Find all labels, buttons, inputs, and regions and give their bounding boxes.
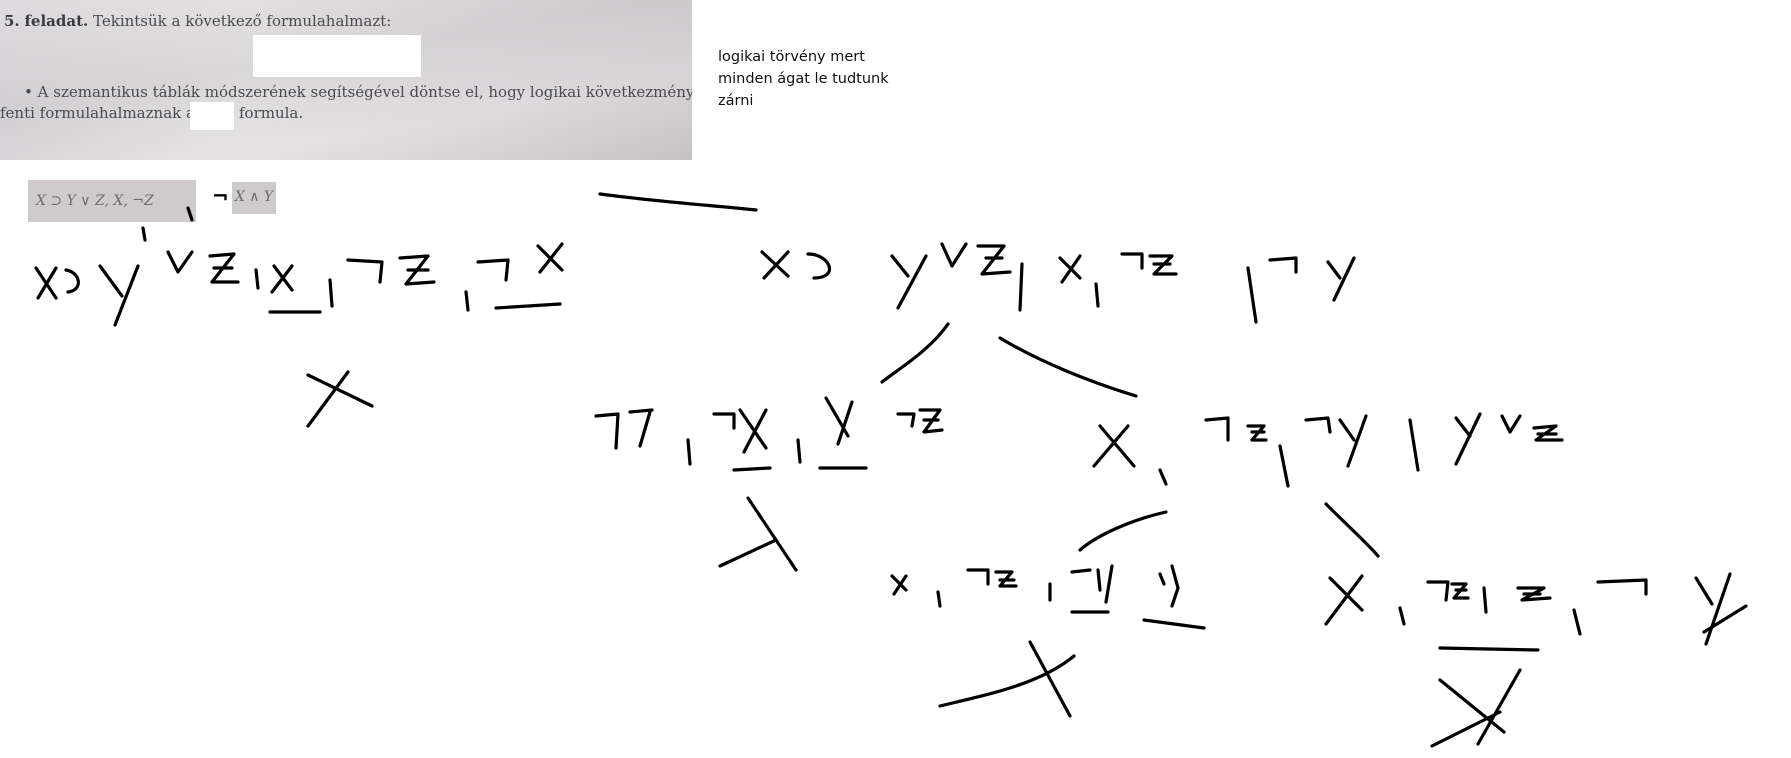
ink-top-line <box>598 192 758 212</box>
ink-left-tableau-root <box>34 242 564 428</box>
handwritten-conclusion-note: logikai törvény mert minden ágat le tudt… <box>718 46 918 112</box>
ink-right-tableau-root <box>760 242 1356 324</box>
ink-branch-rr <box>1324 502 1380 558</box>
instruction-text-1: A szemantikus táblák módszerének segítsé… <box>37 83 692 101</box>
task-number: 5. <box>4 12 20 30</box>
bullet: • <box>24 83 33 101</box>
ink-leaf-left <box>890 564 1206 718</box>
ink-branch-right <box>998 336 1138 398</box>
ink-branch-rl <box>1078 510 1168 552</box>
task-instruction-line2: fenti formulahalmaznak az <box>0 104 203 122</box>
ink-left-child <box>594 396 944 572</box>
task-photo: 5. feladat. Tekintsük a következő formul… <box>0 0 692 160</box>
task-instruction-line2-end: formula. <box>239 104 303 122</box>
ink-leaf-right <box>1324 572 1748 748</box>
instruction-text-2b: formula. <box>239 104 304 122</box>
formula-set-blank <box>253 35 421 77</box>
task-heading: 5. feladat. Tekintsük a következő formul… <box>4 12 391 30</box>
negation-mark: ¬ <box>212 184 229 208</box>
note-line-1: logikai törvény mert <box>718 49 865 65</box>
ink-tick <box>141 226 147 242</box>
ink-branch-left <box>880 322 950 384</box>
ink-right-child <box>1092 412 1564 488</box>
task-intro: Tekintsük a következő formulahalmazt: <box>93 12 392 30</box>
ink-comma <box>186 206 194 222</box>
conclusion-chip: X ∧ Y <box>232 182 276 214</box>
task-instruction-line1: • A szemantikus táblák módszerének segít… <box>24 83 692 101</box>
premises-chip: X ⊃ Y ∨ Z, X, ¬Z <box>28 180 196 222</box>
instruction-text-2a: fenti formulahalmaznak az <box>0 104 203 122</box>
formula-blank <box>190 102 234 130</box>
paper-shading <box>0 0 692 160</box>
note-line-3: zárni <box>718 93 754 109</box>
task-title: feladat. <box>24 12 89 30</box>
note-line-2: minden ágat le tudtunk <box>718 71 889 87</box>
